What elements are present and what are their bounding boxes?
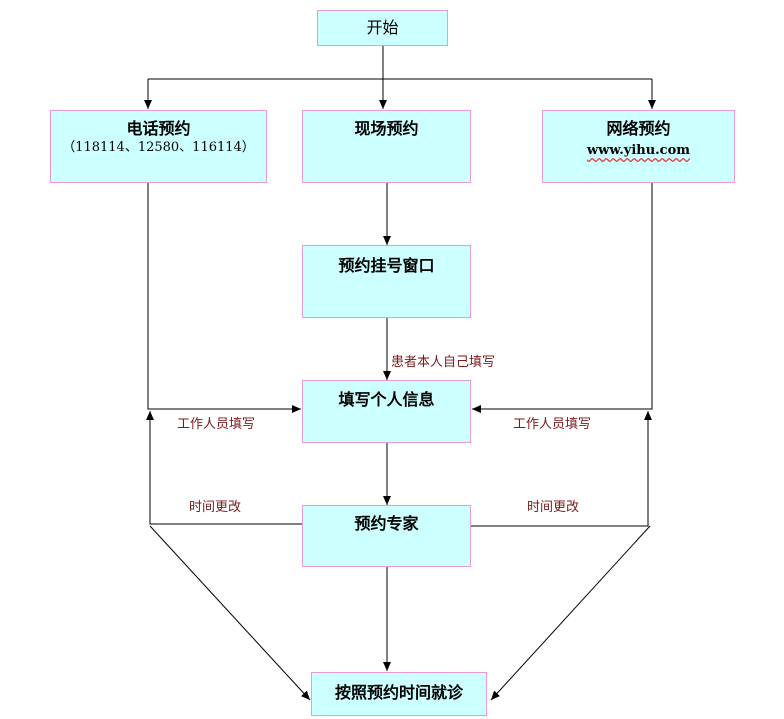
booking-window-title: 预约挂号窗口 xyxy=(338,256,435,275)
start-node-title: 开始 xyxy=(366,18,399,37)
visit-title: 按照预约时间就诊 xyxy=(334,683,463,702)
phone-booking-numbers: （118114、12580、116114） xyxy=(62,140,255,155)
fill-info-node: 填写个人信息 xyxy=(302,380,471,443)
book-expert-node: 预约专家 xyxy=(302,505,471,567)
visit-node: 按照预约时间就诊 xyxy=(311,672,487,716)
fill-info-title: 填写个人信息 xyxy=(338,390,435,409)
book-expert-title: 预约专家 xyxy=(354,514,419,533)
edge-online-to-info xyxy=(472,183,653,413)
edge-expert-change-time-left xyxy=(146,411,302,525)
onsite-booking-node: 现场预约 xyxy=(302,110,471,183)
label-change-time-left: 时间更改 xyxy=(189,500,242,515)
edge-right-to-visit xyxy=(490,525,651,701)
online-booking-node: 网络预约 www.yihu.com xyxy=(542,110,735,183)
phone-booking-node: 电话预约 （118114、12580、116114） xyxy=(50,110,267,183)
label-change-time-right: 时间更改 xyxy=(527,500,580,515)
label-staff-fill-right: 工作人员填写 xyxy=(513,417,592,432)
edge-left-to-visit xyxy=(149,525,311,701)
phone-booking-title: 电话预约 xyxy=(126,119,191,138)
booking-window-node: 预约挂号窗口 xyxy=(302,245,471,318)
edge-phone-to-info xyxy=(147,183,301,413)
start-node: 开始 xyxy=(317,10,448,46)
label-staff-fill-left: 工作人员填写 xyxy=(177,417,256,432)
online-booking-url: www.yihu.com xyxy=(586,143,691,158)
online-booking-title: 网络预约 xyxy=(606,119,671,138)
onsite-booking-title: 现场预约 xyxy=(354,119,419,138)
edge-expert-change-time-right xyxy=(471,411,652,527)
label-self-fill: 患者本人自己填写 xyxy=(391,355,496,370)
